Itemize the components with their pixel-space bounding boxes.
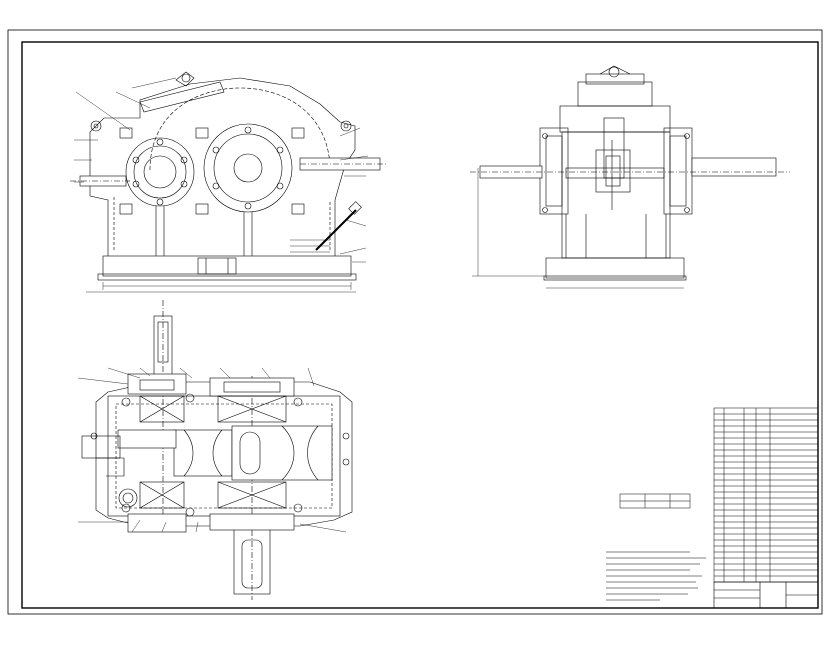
bearings bbox=[139, 395, 287, 509]
outer-frame bbox=[7, 29, 823, 615]
bearing-cap-bottom-left bbox=[127, 513, 187, 533]
side-housing bbox=[561, 131, 671, 259]
technical-notes bbox=[606, 551, 706, 601]
output-bearing-cap bbox=[203, 123, 293, 213]
title-block bbox=[713, 581, 819, 609]
inspection-cover bbox=[139, 81, 225, 113]
drain-boss bbox=[197, 257, 237, 275]
oil-drain-plug bbox=[118, 488, 138, 508]
bearing-cap-bottom-right bbox=[209, 513, 295, 531]
side-right-cap bbox=[663, 127, 693, 215]
top-section-view bbox=[77, 300, 353, 600]
bearing-cap-top-right bbox=[209, 377, 295, 397]
parts-list bbox=[713, 407, 819, 583]
front-base bbox=[102, 255, 352, 277]
side-vent-plug bbox=[608, 66, 620, 78]
vent-plug bbox=[181, 73, 191, 83]
side-view bbox=[470, 65, 790, 289]
inner-frame bbox=[21, 41, 819, 609]
side-output-shaft bbox=[691, 157, 777, 177]
input-bearing-cap bbox=[125, 137, 195, 207]
front-view bbox=[70, 71, 388, 293]
gear-pair bbox=[173, 425, 333, 481]
dipstick bbox=[315, 209, 357, 251]
spec-table bbox=[619, 493, 691, 509]
housing-outline bbox=[89, 77, 356, 256]
side-top-cover bbox=[577, 81, 653, 107]
side-base bbox=[545, 257, 685, 279]
side-left-cap bbox=[539, 127, 569, 215]
